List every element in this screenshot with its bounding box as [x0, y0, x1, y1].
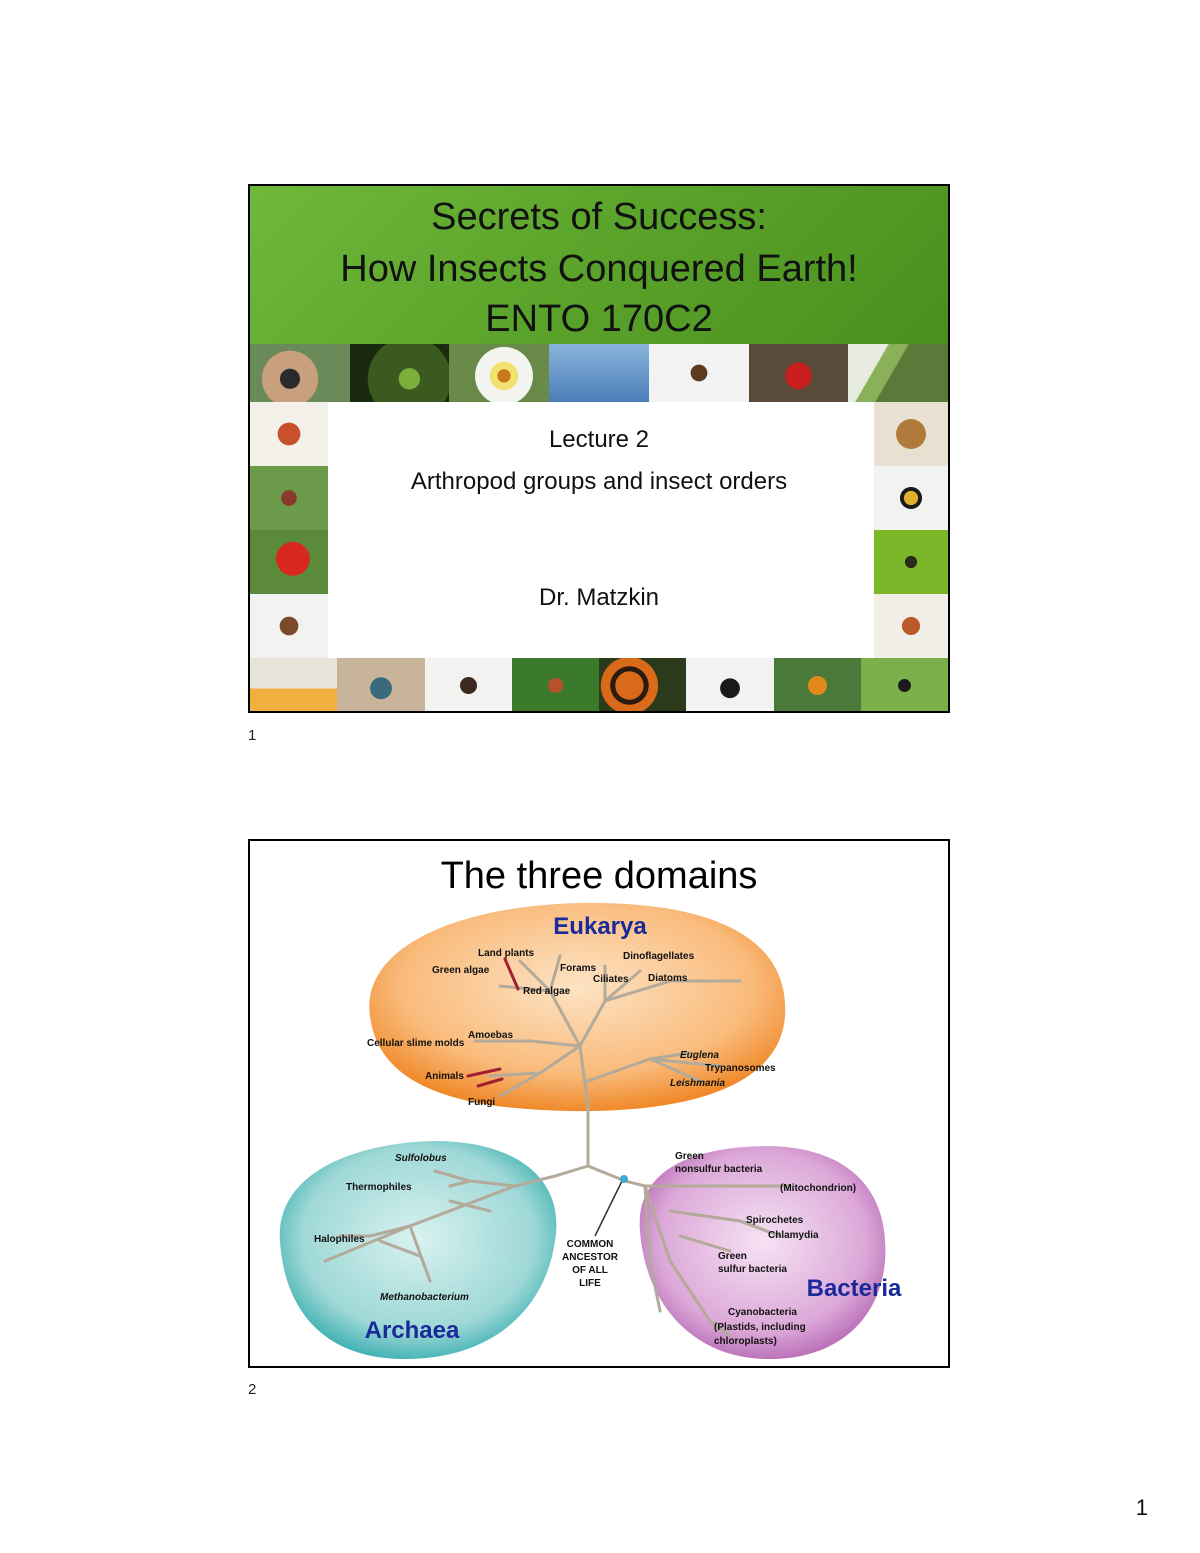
plastids-label-2: chloroplasts): [714, 1336, 777, 1347]
green-algae-label: Green algae: [432, 965, 490, 976]
trypanosomes-label: Trypanosomes: [705, 1063, 776, 1074]
insect-photo: [648, 344, 749, 402]
green-nonsulfur-label-1: Green: [675, 1151, 704, 1162]
eukarya-region: [369, 902, 786, 1112]
insect-photo: [250, 466, 328, 530]
dinoflagellates-label: Dinoflagellates: [623, 951, 695, 962]
mitochondrion-label: (Mitochondrion): [780, 1183, 856, 1194]
insect-photo: [250, 402, 328, 466]
spirochetes-label: Spirochetes: [746, 1215, 804, 1226]
amoebas-label: Amoebas: [468, 1030, 513, 1041]
slide-2-title: The three domains: [440, 855, 758, 897]
ancestor-pointer: [594, 1180, 623, 1237]
insect-photo: [686, 658, 774, 711]
insect-photo: [511, 658, 599, 711]
insect-photo: [874, 402, 948, 466]
insect-photo: [250, 658, 338, 711]
insect-photo: [549, 344, 649, 402]
euglena-label: Euglena: [680, 1050, 719, 1061]
land-plants-label: Land plants: [478, 948, 535, 959]
tree-of-life-diagram: Eukarya Archaea Bacteria Land plants Gre…: [279, 902, 902, 1360]
insect-photo: [250, 530, 328, 594]
common-ancestor-dot: [620, 1175, 628, 1183]
insect-photo: [599, 658, 687, 711]
sulfolobus-label: Sulfolobus: [395, 1153, 447, 1164]
slide-1-header: [250, 186, 948, 344]
halophiles-label: Halophiles: [314, 1234, 365, 1245]
bacteria-label: Bacteria: [807, 1275, 902, 1302]
ancestor-line-4: LIFE: [579, 1278, 601, 1289]
green-sulfur-label-2: sulfur bacteria: [718, 1264, 787, 1275]
insect-photo: [848, 344, 948, 402]
insect-photo: [773, 658, 861, 711]
chlamydia-label: Chlamydia: [768, 1230, 819, 1241]
insect-photo: [874, 466, 948, 530]
red-algae-label: Red algae: [523, 986, 571, 997]
insect-photo: [349, 344, 450, 402]
slide-1-number: 1: [248, 727, 257, 744]
ancestor-line-2: ANCESTOR: [562, 1252, 619, 1263]
diatoms-label: Diatoms: [648, 973, 688, 984]
insect-photo: [337, 658, 425, 711]
slide-1-title-line3: ENTO 170C2: [485, 298, 713, 340]
highlighted-branches: [466, 957, 520, 1088]
insect-photo-column-left: [250, 402, 328, 658]
cellular-slime-molds-label: Cellular slime molds: [367, 1038, 465, 1049]
insect-photo-row-bottom: [250, 658, 948, 711]
green-nonsulfur-label-2: nonsulfur bacteria: [675, 1164, 763, 1175]
slide-1-title-line2: How Insects Conquered Earth!: [340, 248, 858, 290]
ancestor-line-1: COMMON: [567, 1239, 614, 1250]
tree-branches: [323, 954, 792, 1338]
insect-photo: [860, 658, 948, 711]
slide-2-number: 2: [248, 1381, 257, 1398]
archaea-label: Archaea: [365, 1317, 460, 1344]
methanobacterium-label: Methanobacterium: [380, 1292, 469, 1303]
ciliates-label: Ciliates: [593, 974, 629, 985]
thermophiles-label: Thermophiles: [346, 1182, 412, 1193]
insect-photo: [748, 344, 849, 402]
lecture-author: Dr. Matzkin: [538, 584, 660, 611]
fungi-label: Fungi: [468, 1097, 495, 1108]
page-number: 1: [1135, 1495, 1148, 1520]
insect-photo: [250, 344, 350, 402]
cyanobacteria-label: Cyanobacteria: [728, 1307, 797, 1318]
insect-photo: [874, 530, 948, 594]
animals-label: Animals: [425, 1071, 464, 1082]
insect-photo: [424, 658, 512, 711]
forams-label: Forams: [560, 963, 597, 974]
green-sulfur-label-1: Green: [718, 1251, 747, 1262]
leishmania-label: Leishmania: [670, 1078, 725, 1089]
ancestor-line-3: OF ALL: [572, 1265, 608, 1276]
plastids-label-1: (Plastids, including: [714, 1322, 806, 1333]
slide-2: The three domains: [248, 839, 950, 1368]
insect-photo-column-right: [874, 402, 948, 658]
slide-1-title-line1: Secrets of Success:: [431, 196, 767, 238]
insect-photo: [250, 594, 328, 658]
eukarya-label: Eukarya: [553, 913, 647, 940]
insect-photo: [874, 594, 948, 658]
insect-photo: [449, 344, 550, 402]
slide-1: Secrets of Success: How Insects Conquere…: [248, 184, 950, 713]
lecture-subtitle: Arthropod groups and insect orders: [410, 468, 788, 495]
lecture-number: Lecture 2: [548, 426, 650, 453]
insect-photo-row-top: [250, 344, 948, 402]
